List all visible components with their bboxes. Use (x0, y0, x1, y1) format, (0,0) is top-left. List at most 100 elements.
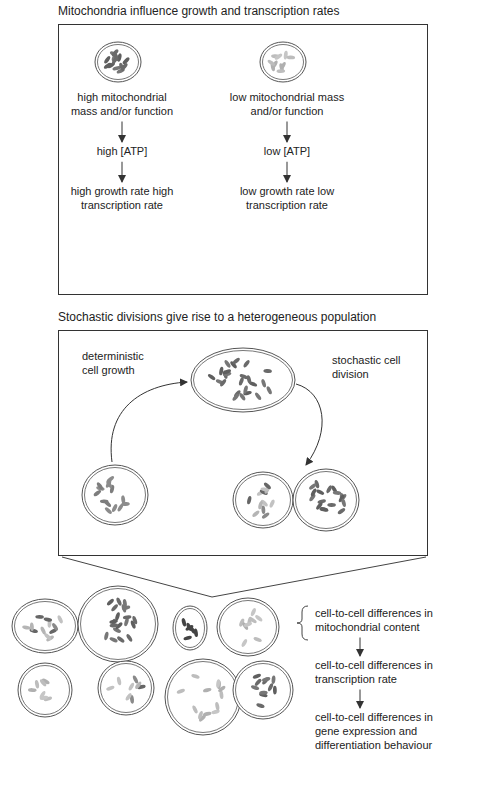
mitochondrion (337, 507, 346, 515)
mitochondrion (286, 55, 295, 59)
panel-border (58, 24, 428, 295)
text-node: cell-to-cell differences in gene express… (315, 711, 443, 752)
cell-membrane-inner (81, 589, 156, 660)
cell (95, 42, 141, 82)
cell-membrane (233, 661, 293, 719)
mitochondrion (259, 690, 268, 695)
mitochondrion (320, 506, 329, 512)
caption-text: cell-to-cell differences in gene express… (315, 711, 443, 752)
mitochondrion (215, 702, 220, 711)
mitochondrion (263, 482, 272, 491)
mitochondrion (122, 599, 127, 608)
arrow-connector (287, 162, 288, 182)
cell (78, 586, 158, 662)
caption-text: low growth rate low transcription rate (229, 185, 345, 213)
cell-membrane (191, 348, 295, 412)
panel: Mitochondria influence growth and transc… (58, 4, 428, 295)
mitochondrion (106, 685, 115, 691)
cell (12, 599, 78, 653)
text-node: high growth rate high transcription rate (64, 185, 180, 213)
mitochondrion (106, 598, 115, 607)
mitochondrion (203, 687, 212, 693)
text-node: cell-to-cell differences in transcriptio… (315, 659, 443, 687)
mitochondrion (203, 711, 212, 717)
cell-membrane-inner (176, 609, 205, 648)
text-node: cell-to-cell differences in mitochondria… (315, 607, 443, 635)
mitochondrion (257, 500, 263, 509)
cell-membrane (233, 472, 293, 528)
mitochondrion (109, 623, 118, 628)
cell-membrane-inner (194, 351, 293, 410)
cell-membrane (165, 659, 241, 735)
arrow-connector (360, 638, 361, 657)
mitochondrion (223, 359, 231, 368)
mitochondrion (22, 625, 31, 630)
mitochondrion (197, 710, 203, 719)
mitochondrion (181, 618, 187, 627)
mitochondrion (316, 489, 325, 496)
panel-heading: Mitochondria influence growth and transc… (58, 4, 428, 18)
cell-membrane-inner (85, 468, 146, 523)
curly-bracket (297, 606, 308, 640)
mitochondrion (253, 636, 262, 642)
mitochondrion (243, 621, 252, 628)
cell-membrane (293, 469, 359, 531)
mitochondrion (40, 626, 47, 635)
cell (165, 659, 241, 735)
mitochondrion (191, 705, 198, 714)
mitochondrion (34, 680, 39, 689)
text-node: high mitochondrial mass and/or function (64, 91, 180, 119)
mitochondrion (57, 615, 64, 624)
mitochondrion (243, 385, 249, 394)
mitochondrion (39, 678, 47, 687)
cell (98, 661, 154, 715)
mitochondrion (35, 615, 44, 619)
mitochondrion (93, 489, 102, 497)
mitochondrion (216, 679, 221, 688)
cell-membrane (95, 42, 141, 82)
mitochondrion (122, 56, 131, 65)
mitochondrion (176, 688, 185, 695)
cell-membrane-inner (168, 662, 239, 733)
cell-membrane-inner (263, 45, 304, 80)
division-arrow (296, 384, 322, 465)
cell-membrane-inner (236, 475, 291, 526)
caption-text: low mitochondrial mass and/or function (229, 91, 345, 119)
mitochondrion (130, 620, 137, 629)
cell-membrane-inner (236, 664, 291, 717)
mitochondrion (252, 673, 261, 680)
mitochondrion (222, 369, 231, 376)
mitochondrion (110, 603, 119, 612)
mitochondrion (116, 676, 122, 685)
arrow-connector (287, 122, 288, 143)
cell-membrane (18, 663, 72, 717)
mitochondrion (241, 638, 249, 647)
mitochondrion (219, 366, 224, 375)
cell-membrane-inner (15, 602, 76, 651)
cell-membrane-inner (101, 664, 152, 713)
mitochondrion (123, 615, 132, 620)
mitochondrion (271, 675, 276, 684)
cell (233, 472, 293, 528)
mitochondrion (128, 682, 135, 691)
mitochondrion (327, 503, 336, 507)
text-node: low [ATP] (229, 145, 345, 159)
cell-membrane-inner (296, 472, 357, 529)
text-node: high [ATP] (64, 145, 180, 159)
cell (82, 465, 148, 525)
mitochondrion (246, 495, 252, 504)
cell (173, 606, 207, 650)
mitochondrion (256, 702, 265, 709)
mitochondrion (341, 498, 347, 507)
caption-text: high [ATP] (64, 145, 180, 159)
mitochondrion (43, 617, 52, 622)
mitochondrion (251, 509, 260, 517)
annotation-label: deterministic cell growth (82, 350, 160, 378)
cell-membrane-inner (220, 601, 277, 654)
arrow-connector (122, 162, 123, 182)
cell-membrane (260, 42, 306, 82)
mitochondrion (193, 628, 198, 637)
cell (217, 598, 279, 656)
